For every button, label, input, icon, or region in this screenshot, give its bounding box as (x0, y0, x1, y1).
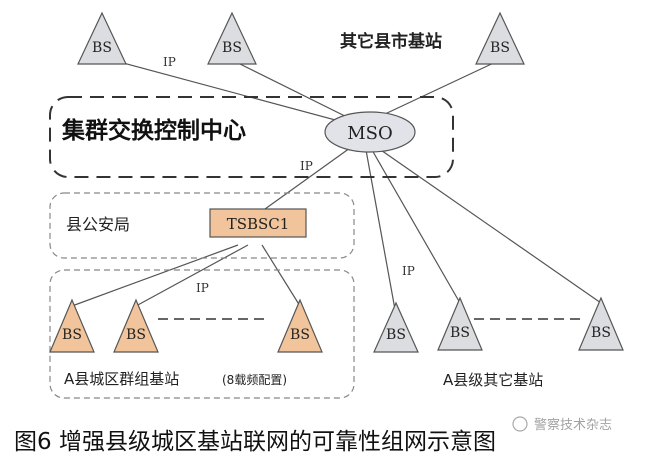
link-bs3-mso (367, 59, 501, 123)
watermark: 警察技术杂志 (512, 416, 612, 433)
link-mso-bs-b3 (377, 147, 602, 304)
bs-triangle-icon (277, 298, 323, 353)
mso-node: MSO (324, 111, 416, 153)
county-police-label: 县公安局 (66, 215, 130, 234)
bs-label: BS (126, 327, 146, 343)
link-mso-bs-b1 (365, 149, 397, 316)
bs-other-1: BS (77, 11, 127, 65)
bs-triangle-icon (49, 298, 95, 353)
bs-label: BS (290, 327, 310, 343)
bs-label: BS (92, 40, 112, 56)
bs-triangle-icon (475, 11, 525, 65)
ip-label-cluster: IP (196, 281, 209, 295)
bs-label: BS (386, 327, 406, 343)
tsbsc-node: TSBSC1 (209, 208, 307, 238)
bs-triangle-icon (437, 296, 483, 351)
link-bs1-mso (111, 59, 366, 129)
watermark-text: 警察技术杂志 (534, 417, 612, 433)
bs-label: BS (490, 40, 510, 56)
county-police-box (49, 192, 355, 259)
bs-label: BS (222, 40, 242, 56)
cluster-center-label: 集群交换控制中心 (61, 117, 246, 144)
a-county-other-label: A县级其它基站 (443, 371, 543, 389)
bs-cluster-1: BS (49, 298, 95, 353)
ip-label-top: IP (163, 55, 176, 69)
link-bs2-mso (231, 59, 366, 127)
bs-triangle-icon (207, 11, 257, 65)
bs-triangle-icon (578, 296, 624, 351)
bs-a-other-1: BS (373, 301, 419, 353)
a-county-cluster-note: (8载频配置) (222, 373, 287, 387)
link-tsbsc-bs-a1 (71, 244, 239, 307)
link-tsbsc-bs-a2 (135, 244, 249, 307)
ip-label-mso-tsbsc: IP (300, 159, 313, 173)
other-county-stations-label: 其它县市基站 (340, 31, 442, 52)
link-mso-tsbsc (264, 147, 351, 210)
bs-label: BS (450, 325, 470, 341)
figure-caption: 图6 增强县级城区基站联网的可靠性组网示意图 (14, 429, 496, 455)
cluster-center-box (49, 96, 454, 178)
bs-a-other-2: BS (437, 296, 483, 351)
bs-other-3: BS (475, 11, 525, 65)
ip-label-right: IP (402, 264, 415, 278)
connection-lines (71, 59, 602, 316)
bs-label: BS (591, 325, 611, 341)
link-mso-bs-b2 (371, 149, 461, 304)
bs-triangle-icon (373, 301, 419, 353)
tsbsc-box (209, 208, 307, 238)
bs-other-2: BS (207, 11, 257, 65)
mso-label: MSO (347, 123, 393, 144)
bs-label: BS (62, 327, 82, 343)
wechat-icon (512, 416, 528, 432)
bs-a-other-3: BS (578, 296, 624, 351)
bs-triangle-icon (77, 11, 127, 65)
bs-cluster-3: BS (277, 298, 323, 353)
bs-triangle-icon (113, 298, 159, 353)
bs-cluster-2: BS (113, 298, 159, 353)
link-tsbsc-bs-a3 (261, 244, 301, 307)
mso-ellipse (324, 111, 416, 153)
a-county-cluster-label: A县城区群组基站 (64, 370, 179, 388)
tsbsc-label: TSBSC1 (227, 215, 290, 233)
